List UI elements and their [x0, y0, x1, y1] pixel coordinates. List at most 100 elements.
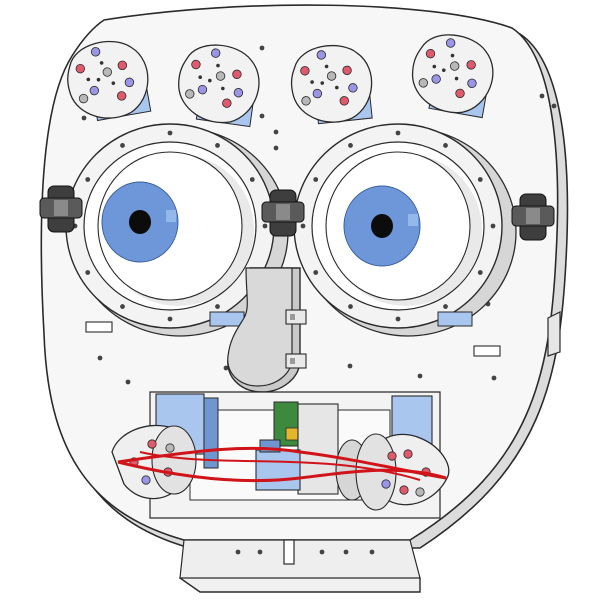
ring-bolt — [395, 316, 401, 322]
lip-disk-right — [355, 433, 450, 511]
mount-hole — [491, 375, 497, 381]
lower-lip-wire — [117, 460, 447, 483]
eye-clamps — [39, 185, 555, 241]
bolt-dot — [418, 78, 428, 88]
mount-hole — [319, 549, 325, 555]
ring-bolt — [215, 304, 220, 309]
bolt-dot — [339, 96, 349, 106]
mount-hole — [343, 549, 349, 555]
mount-hole — [259, 113, 265, 119]
clamp-face — [54, 200, 68, 216]
clamp-left — [39, 185, 83, 233]
nose-front — [227, 267, 293, 387]
bolt-dot — [342, 65, 352, 76]
mount-hole — [235, 549, 241, 555]
ring-bolt — [313, 177, 319, 182]
mount-hole — [347, 363, 353, 369]
eyebrow-servo — [67, 40, 152, 122]
bolt-dot — [425, 48, 436, 59]
small-hole — [96, 77, 101, 82]
mount-hole — [273, 129, 279, 135]
bolt-dot — [466, 60, 476, 70]
ring-bolt — [249, 177, 255, 182]
servo-horn-plate — [290, 45, 373, 123]
bolt-dot — [116, 91, 127, 101]
mount-hole — [81, 115, 87, 121]
mouth-assembly — [111, 391, 450, 519]
bolt-dot — [185, 89, 195, 99]
small-hole — [320, 81, 325, 85]
nose-slot-bottom — [290, 358, 295, 364]
right-slot — [473, 345, 501, 357]
lip-bolt-dot — [147, 439, 157, 449]
ring-bolt — [167, 130, 173, 136]
lip-bolt-dot — [165, 443, 175, 453]
eye-servo — [437, 311, 473, 327]
bolt-dot — [191, 59, 201, 70]
bolt-dot — [222, 98, 232, 108]
pupil — [129, 210, 151, 234]
lip-bolt-dot — [387, 451, 397, 461]
small-hole — [221, 86, 225, 91]
center-servo — [255, 449, 301, 491]
right-side-tab — [547, 311, 561, 357]
small-hole — [335, 85, 339, 90]
mount-hole — [551, 103, 557, 109]
ring-bolt — [262, 223, 268, 229]
ring-bolt — [215, 143, 220, 148]
ring-bolt — [85, 177, 91, 182]
bolt-dot — [90, 47, 101, 57]
eyebrow-servo — [290, 45, 373, 125]
eyebrow-servos — [67, 34, 494, 128]
lip-bolt-dot — [141, 475, 151, 485]
bolt-dot — [300, 66, 310, 76]
small-hole — [324, 64, 329, 69]
small-hole — [111, 81, 116, 85]
bolt-dot — [124, 77, 135, 88]
ring-bolt — [120, 304, 125, 309]
small-hole — [216, 63, 220, 68]
bolt-dot — [75, 63, 86, 74]
lip-bolt-dot — [415, 487, 425, 497]
clamp-face — [276, 204, 290, 220]
bottom-slot — [283, 539, 295, 565]
clamp-center — [261, 189, 305, 237]
mount-hole — [273, 145, 279, 151]
eye-right — [293, 123, 517, 337]
base-stand-top — [179, 539, 421, 579]
bolt-dot — [89, 85, 100, 96]
ring-bolt — [348, 304, 353, 309]
nose-assembly — [227, 267, 307, 393]
small-hole — [450, 53, 455, 58]
small-hole — [208, 78, 212, 83]
bolt-dot — [210, 48, 221, 58]
mouth-servo-left-side — [203, 397, 219, 469]
mount-hole — [257, 549, 263, 555]
bolt-dot — [117, 60, 128, 71]
ring-bolt — [443, 143, 448, 148]
left-slot — [85, 321, 113, 333]
nose-tab-bottom — [285, 353, 307, 369]
ring-bolt — [85, 270, 91, 275]
eyes-assembly — [65, 123, 517, 337]
ring-bolt — [477, 270, 483, 275]
lip-bolt-dot — [403, 449, 413, 459]
bolt-dot — [445, 38, 456, 48]
ring-bolt — [313, 270, 319, 275]
clamp-face — [526, 208, 540, 224]
mount-hole — [417, 373, 423, 379]
mount-hole — [125, 379, 131, 385]
mount-hole — [539, 93, 545, 99]
ring-bolt — [120, 143, 125, 148]
lip-bolt-dot — [399, 485, 409, 495]
ring-bolt — [477, 177, 483, 182]
eyebrow-servo — [178, 44, 260, 128]
small-hole — [432, 64, 437, 69]
bolt-dot — [301, 96, 311, 106]
bolt-dot — [197, 84, 208, 95]
iris-highlight — [166, 210, 176, 222]
eye-left — [65, 123, 289, 337]
small-hole — [198, 75, 202, 80]
bolt-dot — [431, 74, 441, 84]
